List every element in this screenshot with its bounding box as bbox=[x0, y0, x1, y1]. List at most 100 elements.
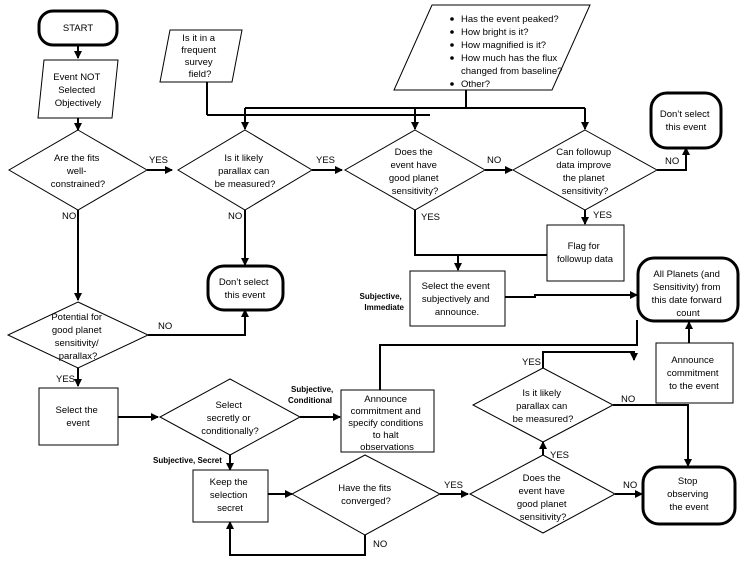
subjective-conditional-line-1: Subjective, bbox=[291, 385, 333, 394]
stop-observing-terminal: Stop observing the event bbox=[641, 465, 737, 526]
edge-sensitivity-to-select bbox=[414, 210, 462, 271]
fits-constrained-line-2: well- bbox=[66, 166, 87, 177]
stop-line-3: the event bbox=[669, 502, 708, 513]
survey-field-node: Is it in a frequent survey field? bbox=[159, 29, 243, 83]
criteria-node: Has the event peaked? How bright is it? … bbox=[393, 4, 591, 91]
svg-text:Does the event have: Does the event have good planet sensitiv… bbox=[517, 473, 569, 523]
fits-constrained-decision: Are the fits well- constrained? bbox=[8, 129, 148, 211]
flag-line-2: followup data bbox=[557, 254, 614, 265]
label-no-fits: NO bbox=[62, 211, 76, 222]
label-no-parallax-1: NO bbox=[228, 211, 242, 222]
survey-field-line-1: Is it in a bbox=[182, 33, 215, 44]
announce-cond-line-3: specify conditions bbox=[348, 418, 423, 429]
label-yes-fits: YES bbox=[149, 155, 168, 166]
svg-text:Does the event have: Does the event have good planet sensitiv… bbox=[389, 147, 441, 197]
label-no-followup: NO bbox=[665, 156, 679, 167]
fits-constrained-line-1: Are the fits bbox=[54, 153, 100, 164]
sensitivity-1-line-1: Does the bbox=[395, 147, 433, 158]
sensitivity-1-line-2: event have bbox=[390, 160, 436, 171]
keep-secret-line-1: Keep the bbox=[210, 477, 248, 488]
parallax-2-line-1: Is it likely bbox=[522, 388, 561, 399]
dont-select-terminal-1: Don’t select this event bbox=[649, 91, 723, 150]
potential-line-2: good planet bbox=[52, 325, 102, 336]
parallax-2-line-3: be measured? bbox=[513, 414, 574, 425]
dont-select-terminal-2: Don’t select this event bbox=[206, 264, 285, 312]
followup-line-4: sensitivity? bbox=[562, 186, 608, 197]
svg-text:Flag for followup data: Flag for followup data bbox=[557, 241, 614, 265]
label-yes-parallax-2: YES bbox=[522, 357, 541, 368]
label-no-fits-converged: NO bbox=[373, 539, 387, 550]
potential-line-3: sensitivity/ bbox=[55, 338, 99, 349]
followup-line-2: data improve bbox=[556, 160, 611, 171]
announce-commitment-box: Announce commitment to the event bbox=[655, 342, 734, 404]
flag-line-1: Flag for bbox=[568, 241, 600, 252]
announce-commit-line-3: to the event bbox=[669, 381, 719, 392]
label-yes-followup: YES bbox=[593, 210, 612, 221]
secretly-line-1: Select bbox=[215, 400, 242, 411]
select-event-line-1: Select the bbox=[56, 405, 98, 416]
all-planets-terminal: All Planets (and Sensitivity) from this … bbox=[636, 256, 740, 323]
all-planets-line-3: this date forward bbox=[652, 295, 722, 306]
secretly-line-2: secretly or bbox=[207, 413, 251, 424]
criteria-line-3: How magnified is it? bbox=[461, 40, 546, 51]
svg-text:Announce commitment: Announce commitment to the event bbox=[667, 355, 721, 392]
svg-text:Potential for good plane: Potential for good planet sensitivity/ p… bbox=[51, 312, 104, 362]
keep-secret-line-3: secret bbox=[217, 503, 243, 514]
edge-parallax2-to-announce bbox=[542, 351, 638, 368]
subjective-immediate-line-2: Immediate bbox=[364, 303, 404, 312]
stop-line-1: Stop bbox=[678, 476, 698, 487]
edge-parallax2-to-stop bbox=[613, 404, 692, 467]
label-yes-fits-converged: YES bbox=[444, 480, 463, 491]
potential-line-4: parallax? bbox=[59, 351, 98, 362]
planet-sensitivity-decision-2: Does the event have good planet sensitiv… bbox=[468, 454, 617, 534]
criteria-line-4: How much has the flux bbox=[461, 53, 557, 64]
criteria-bullets bbox=[450, 17, 454, 86]
event-not-selected-line-1: Event NOT bbox=[53, 72, 100, 83]
label-no-potential: NO bbox=[158, 321, 172, 332]
criteria-line-5: changed from baseline? bbox=[461, 66, 562, 77]
announce-cond-line-4: to halt bbox=[373, 430, 399, 441]
fits-converged-decision: Have the fits converged? bbox=[290, 454, 442, 536]
start-label: START bbox=[63, 23, 93, 34]
event-not-selected-node: Event NOT Selected Objectively bbox=[37, 59, 119, 119]
svg-text:Don’t select this event: Don’t select this event bbox=[219, 277, 271, 301]
parallax-1-line-3: be measured? bbox=[215, 179, 276, 190]
sensitivity-2-line-2: event have bbox=[518, 486, 564, 497]
label-subjective-immediate: Subjective, Immediate bbox=[360, 292, 405, 312]
keep-secret-box: Keep the selection secret bbox=[192, 469, 269, 523]
announce-cond-line-2: commitment and bbox=[351, 406, 421, 417]
select-subjective-box: Select the event subjectively and announ… bbox=[409, 270, 506, 327]
svg-text:Select the event subject: Select the event subjectively and announ… bbox=[422, 281, 493, 318]
fits-converged-line-1: Have the fits bbox=[338, 483, 391, 494]
potential-line-1: Potential for bbox=[51, 312, 102, 323]
followup-improve-decision: Can followup data improve the planet sen… bbox=[511, 129, 659, 211]
flag-followup-box: Flag for followup data bbox=[546, 224, 625, 282]
edge-announce-to-all-planets bbox=[379, 320, 638, 390]
label-yes-parallax-1: YES bbox=[316, 155, 335, 166]
parallax-measured-decision-1: Is it likely parallax can be measured? bbox=[177, 129, 313, 211]
secretly-decision: Select secretly or conditionally? bbox=[158, 378, 302, 456]
edge-followup-to-dont-select bbox=[657, 147, 690, 171]
svg-text:Is it likely parallax ca: Is it likely parallax can be measured? bbox=[513, 388, 574, 425]
edge-potential-to-dont-select bbox=[148, 309, 249, 336]
event-not-selected-line-2: Selected bbox=[58, 85, 95, 96]
criteria-line-6: Other? bbox=[461, 79, 490, 90]
svg-text:Don’t select this event: Don’t select this event bbox=[660, 109, 712, 133]
followup-line-1: Can followup bbox=[556, 147, 611, 158]
label-yes-sensitivity-2: YES bbox=[550, 450, 569, 461]
announce-conditional-box: Announce commitment and specify conditio… bbox=[340, 389, 435, 453]
all-planets-line-2: Sensitivity) from bbox=[653, 282, 721, 293]
announce-commit-line-2: commitment bbox=[667, 368, 719, 379]
svg-text:All Planets (and Sensiti: All Planets (and Sensitivity) from this … bbox=[652, 269, 725, 319]
all-planets-line-1: All Planets (and bbox=[653, 269, 720, 280]
svg-text:Event NOT Selected: Event NOT Selected Objectively bbox=[53, 72, 102, 109]
select-subjective-line-1: Select the event bbox=[422, 281, 490, 292]
sensitivity-1-line-3: good planet bbox=[389, 173, 439, 184]
parallax-measured-decision-2: Is it likely parallax can be measured? bbox=[471, 367, 615, 443]
start-terminal: START bbox=[37, 9, 119, 47]
parallax-1-line-1: Is it likely bbox=[224, 153, 263, 164]
keep-secret-line-2: selection bbox=[210, 490, 248, 501]
parallax-2-line-2: parallax can bbox=[516, 401, 567, 412]
announce-cond-line-5: observations bbox=[360, 442, 414, 453]
subjective-immediate-line-1: Subjective, bbox=[360, 292, 402, 301]
